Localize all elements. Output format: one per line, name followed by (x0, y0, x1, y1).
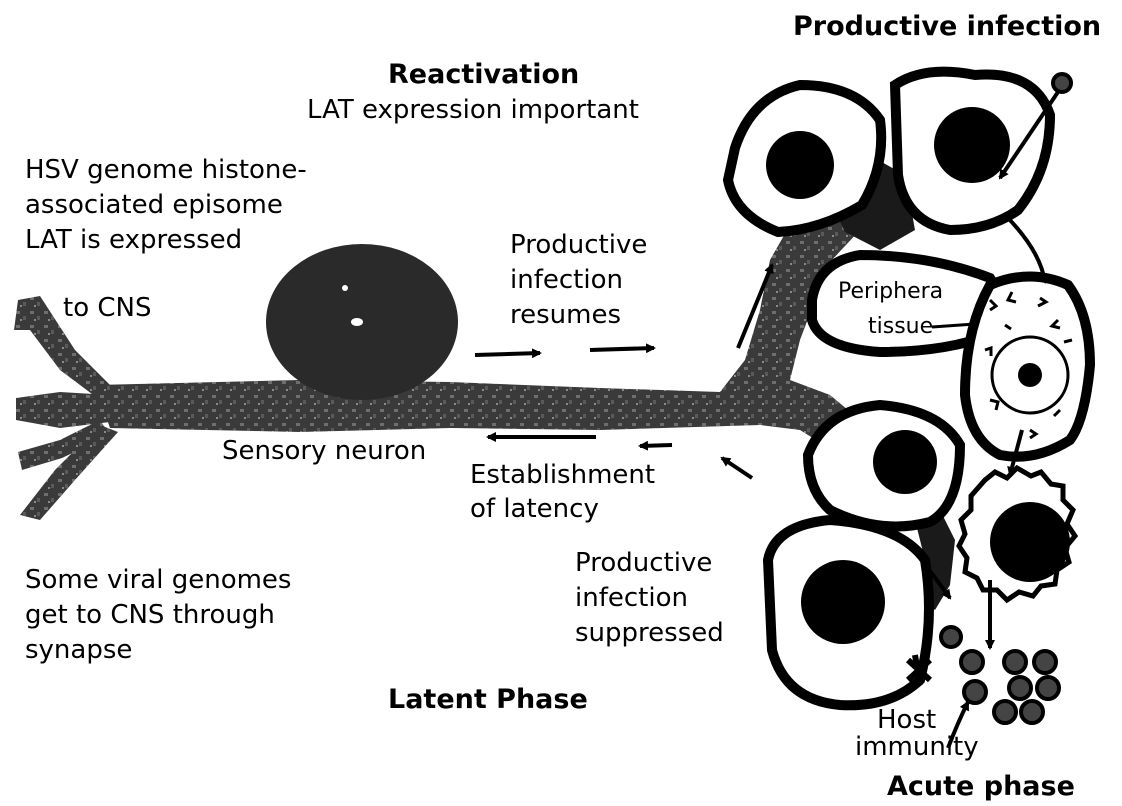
heading-acute-phase: Acute phase (887, 772, 1075, 802)
label-sensory-neuron: Sensory neuron (222, 436, 426, 466)
heading-productive-infection: Productive infection (793, 12, 1101, 42)
virion (1004, 651, 1026, 673)
label-host-immunity-line1: Host (877, 705, 936, 735)
nucleus (934, 107, 1010, 183)
label-productive-resumes-line2: infection (510, 265, 623, 295)
label-hsv-genome-line1: HSV genome histone- (25, 155, 307, 185)
label-some-viral-line3: synapse (25, 635, 132, 665)
arrow-latency-2 (640, 445, 672, 446)
label-establishment-line1: Establishment (470, 460, 655, 490)
label-hsv-genome-line3: LAT is expressed (25, 225, 242, 255)
virion (941, 627, 961, 647)
virion (964, 681, 986, 703)
arrow-latency-3 (722, 458, 752, 478)
label-peripheral-tissue-line1: Periphera (838, 280, 943, 303)
heading-reactivation: Reactivation (388, 60, 579, 90)
arrow-resume-2 (590, 348, 654, 350)
arrow-resume-1 (475, 353, 540, 355)
virion (994, 701, 1016, 723)
label-lat-expression: LAT expression important (307, 95, 639, 125)
label-suppressed-line3: suppressed (575, 618, 724, 648)
nucleus (801, 560, 885, 644)
lysing-cell (959, 468, 1075, 600)
virion (961, 651, 983, 673)
label-to-cns: to CNS (63, 293, 151, 323)
label-suppressed-line2: infection (575, 583, 688, 613)
virion (1034, 651, 1056, 673)
heading-latent-phase: Latent Phase (388, 685, 588, 715)
nucleus (766, 131, 834, 199)
label-host-immunity-line2: immunity (855, 732, 979, 762)
label-hsv-genome-line2: associated episome (25, 190, 283, 220)
label-peripheral-tissue-line2: tissue (868, 315, 933, 338)
virion (1037, 677, 1059, 699)
virion (1021, 701, 1043, 723)
label-productive-resumes-line1: Productive (510, 230, 647, 260)
nucleus (873, 430, 937, 494)
label-suppressed-line1: Productive (575, 548, 712, 578)
label-some-viral-line2: get to CNS through (25, 600, 275, 630)
virion (1009, 677, 1031, 699)
label-some-viral-line1: Some viral genomes (25, 565, 291, 595)
infected-cell (965, 277, 1090, 457)
episome-dot (351, 318, 363, 326)
virion (1053, 74, 1071, 92)
label-productive-resumes-line3: resumes (510, 300, 621, 330)
episome-dot (342, 285, 348, 291)
label-establishment-line2: of latency (470, 494, 599, 524)
